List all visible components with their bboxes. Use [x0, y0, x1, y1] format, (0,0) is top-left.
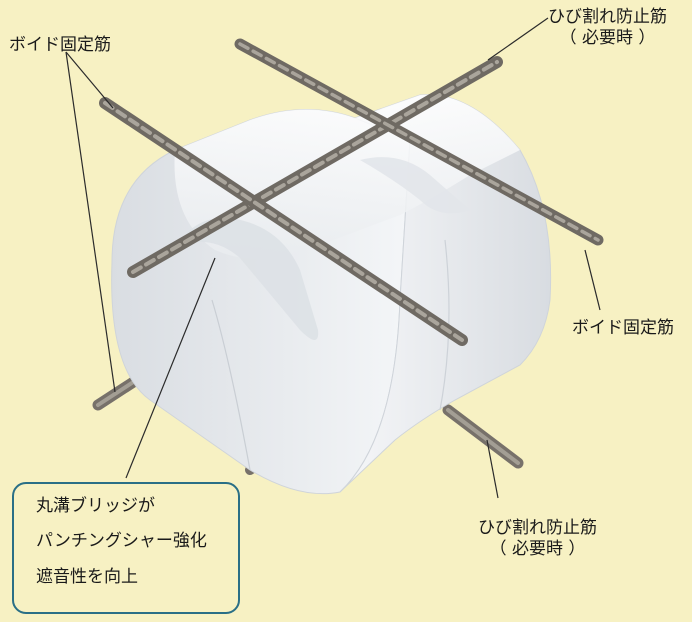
label-void-fixing-bar-left: ボイド固定筋 — [9, 35, 111, 55]
bridge-callout-box: 丸溝ブリッジが パンチングシャー強化 遮音性を向上 — [12, 482, 240, 614]
rebar-diagonal-b — [99, 97, 468, 346]
label-crack-prevention-bar-bottom-line1: ひび割れ防止筋 — [478, 518, 597, 538]
callout-line-1: 丸溝ブリッジが — [36, 496, 155, 516]
leader-lines — [65, 17, 601, 499]
label-crack-prevention-bar-bottom: ひび割れ防止筋 （ 必要時 ） — [478, 518, 597, 561]
lower-rebar-front-right — [442, 404, 524, 469]
label-crack-prevention-bar-top-line1: ひび割れ防止筋 — [548, 7, 667, 27]
label-crack-prevention-bar-top: ひび割れ防止筋 （ 必要時 ） — [548, 7, 667, 50]
label-void-fixing-bar-right: ボイド固定筋 — [572, 318, 674, 338]
label-crack-prevention-bar-top-line2: （ 必要時 ） — [559, 28, 656, 49]
callout-line-2: パンチングシャー強化 — [36, 531, 207, 552]
void-block — [111, 94, 552, 495]
rebar-diagonal-c — [234, 38, 604, 246]
label-crack-prevention-bar-bottom-line2: （ 必要時 ） — [489, 539, 586, 560]
callout-line-3: 遮音性を向上 — [36, 566, 138, 587]
rebar-diagonal-a — [127, 56, 503, 278]
